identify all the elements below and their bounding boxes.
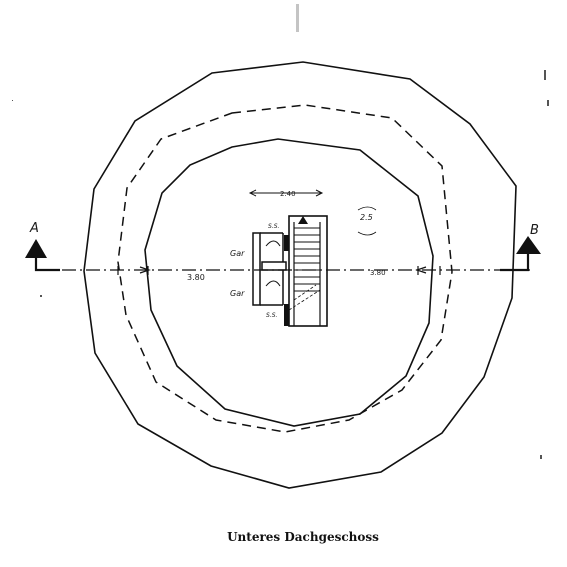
section-marker-b: [500, 236, 541, 272]
dimension-right-label: 3.80: [370, 269, 386, 277]
stair-bottom-label: S.S.: [266, 312, 278, 319]
core-width-dimension: [248, 189, 324, 197]
wc-rooms: [252, 232, 289, 326]
section-marker-a: [25, 239, 60, 272]
right-note-label: 2.5: [360, 213, 373, 222]
lower-room-label: Gar: [230, 289, 245, 298]
roof-edge-dashed-line: [117, 104, 453, 433]
stair-top-label: S.S.: [268, 223, 280, 230]
scan-speckles: [12, 4, 549, 459]
right-note-mark: [357, 206, 377, 236]
dimension-top-label: 2.40: [280, 190, 296, 198]
dimension-left-label: 3.80: [187, 273, 205, 282]
inner-wall-outline: [144, 138, 434, 427]
section-marker-a-label: A: [29, 221, 39, 236]
section-marker-b-label: B: [530, 223, 539, 238]
upper-room-label: Gar: [230, 249, 245, 258]
outer-wall-outline: [83, 61, 517, 489]
stair-core: [288, 215, 328, 327]
dimension-ticks: [117, 266, 441, 275]
drawing-caption: Unteres Dachgeschoss: [227, 530, 379, 544]
